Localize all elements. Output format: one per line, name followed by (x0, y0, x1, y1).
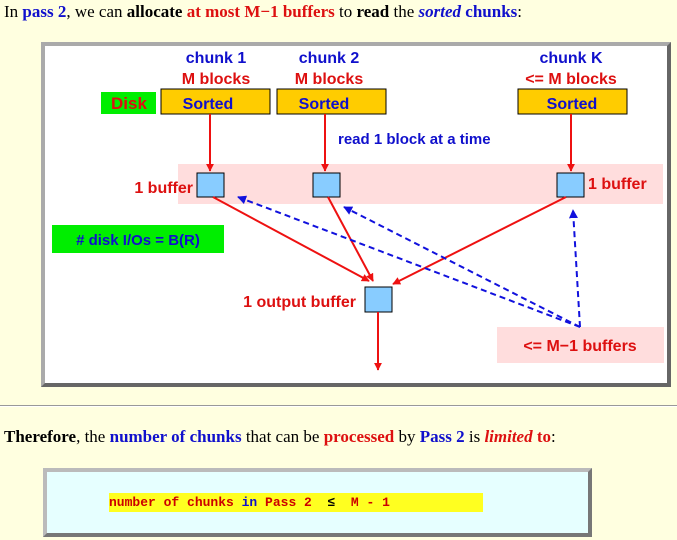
sorted-label: Sorted (547, 96, 598, 113)
input-buffer-k (556, 172, 585, 198)
intro-text: In (4, 2, 23, 21)
conclusion-limited: limited (484, 427, 533, 446)
intro-allocate: allocate (126, 2, 183, 21)
conclusion-therefore: Therefore (4, 427, 77, 446)
conclusion-sentence: Therefore, the number of chunks that can… (4, 427, 556, 446)
input-buffer-1 (196, 172, 225, 198)
conclusion-processed: processed (323, 427, 395, 446)
chunkK-size: <= M blocks (525, 71, 617, 88)
merge-arrow-1 (212, 196, 370, 282)
alloc-arrow-k (568, 209, 581, 328)
io-label: # disk I/Os = B(R) (76, 232, 200, 249)
chunk2-size: M blocks (295, 71, 364, 88)
conclusion-number-of-chunks: number of chunks (109, 427, 242, 446)
chunk2-title: chunk 2 (299, 50, 360, 67)
intro-text: the (389, 2, 419, 21)
code-line: number of chunks in Pass 2 ≤ M - 1 (109, 493, 483, 512)
intro-pass2: pass 2 (22, 2, 67, 21)
input-buffer-2 (312, 172, 341, 198)
sorted-label: Sorted (183, 96, 234, 113)
alloc-arrow-2 (343, 206, 581, 328)
chunk1-size: M blocks (182, 71, 251, 88)
sorted-box-chunk2 (276, 88, 387, 115)
intro-text: to (334, 2, 357, 21)
sorted-box-chunk1 (160, 88, 271, 115)
alloc-arrow-1 (237, 195, 581, 328)
code-box: number of chunks in Pass 2 ≤ M - 1 (43, 468, 592, 537)
conclusion-pass2: Pass 2 (419, 427, 465, 446)
intro-read: read (356, 2, 390, 21)
io-label-box (52, 225, 224, 253)
divider (0, 405, 677, 407)
disk-label-box (101, 92, 156, 114)
chunk1-title: chunk 1 (186, 50, 247, 67)
conclusion-to: to (536, 427, 552, 446)
buffer-left-label: 1 buffer (134, 180, 193, 197)
sorted-box-chunkK (517, 88, 628, 115)
buffer-right-label: 1 buffer (588, 176, 647, 193)
disk-label: Disk (111, 94, 147, 113)
intro-at-most: at most M−1 buffers (186, 2, 335, 21)
merge-diagram: chunk 1 M blocks chunk 2 M blocks chunk … (52, 50, 664, 371)
buffers-label-box (497, 327, 664, 363)
intro-text: , we can (66, 2, 127, 21)
chunkK-title: chunk K (539, 50, 603, 67)
buffers-label: <= M−1 buffers (523, 338, 636, 355)
output-label: 1 output buffer (243, 294, 356, 311)
merge-arrow-k (392, 196, 567, 285)
intro-sentence: In pass 2, we can allocate at most M−1 b… (4, 2, 522, 21)
sorted-label: Sorted (299, 96, 350, 113)
intro-sorted: sorted (418, 2, 462, 21)
output-buffer (364, 286, 393, 313)
read-label: read 1 block at a time (338, 131, 491, 148)
intro-chunks: chunks (465, 2, 518, 21)
